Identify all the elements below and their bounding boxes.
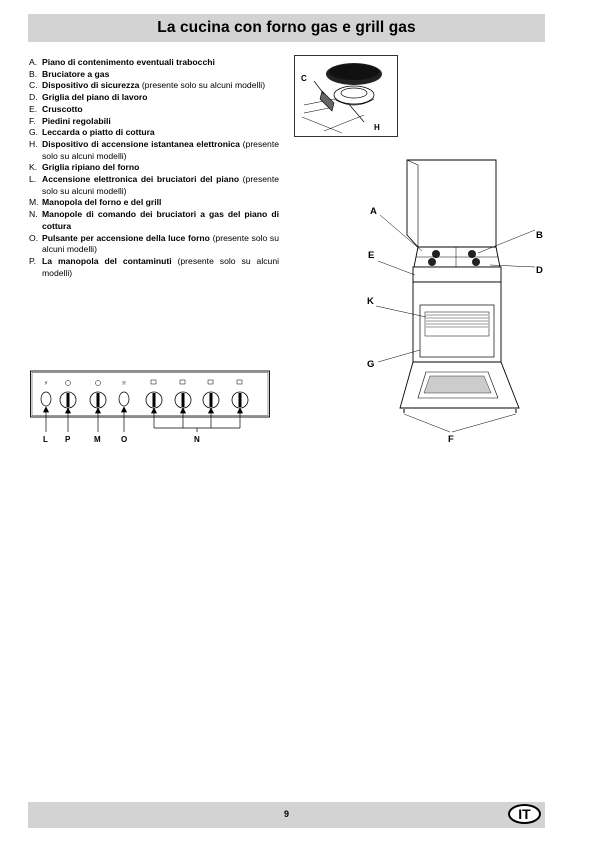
legend-title: Griglia ripiano del forno [42,162,140,173]
legend-letter: N. [29,209,38,220]
label-e: E [368,250,374,261]
legend-text: Dispositivo di accensione istantanea ele… [42,139,279,162]
legend-text: Leccarda o piatto di cottura [42,127,279,139]
label-k: K [367,296,374,307]
label-n: N [194,435,200,444]
legend-title: Leccarda o piatto di cottura [42,127,155,138]
legend-item: G.Leccarda o piatto di cottura [29,127,279,139]
legend-title: Piedini regolabili [42,115,111,126]
legend-text: Bruciatore a gas [42,69,279,81]
legend-title: Pulsante per accensione della luce forno [42,232,210,243]
legend-item: M.Manopola del forno e del grill [29,197,279,209]
legend-letter: O. [29,232,39,243]
label-a: A [370,206,377,217]
label-c: C [301,74,307,83]
label-o: O [121,435,127,444]
legend-text: La manopola del contaminuti (presente so… [42,256,279,279]
legend-text: Manopola del forno e del grill [42,197,279,209]
label-d: D [536,265,543,276]
title-bar: La cucina con forno gas e grill gas [28,14,545,42]
legend-letter: L. [29,174,37,185]
legend-item: D. Griglia del piano di lavoro [29,92,279,104]
label-g: G [367,359,374,370]
legend-title: Manopola del forno e del grill [42,197,162,208]
legend-item: A. Piano di contenimento eventuali traboc… [29,57,279,69]
legend-note: (presente solo su alcuni modelli) [42,255,280,278]
page-title: La cucina con forno gas e grill gas [157,19,416,36]
stove-figure: A B D E K G F [367,159,543,445]
legend-title: Griglia del piano di lavoro [42,92,148,103]
legend-title: Cruscotto [42,103,83,114]
legend-item: E. Cruscotto [29,104,279,116]
legend-note: (presente solo su alcuni modelli) [42,174,279,196]
legend-note: (presente solo su alcuni modelli) [139,80,266,91]
legend-letter: F. [29,115,36,126]
legend-item: C. Dispositivo di sicurezza (presente sol… [29,80,279,92]
burner-detail-figure: C H [294,55,398,137]
legend-text: Accensione elettronica dei bruciatori de… [42,174,279,197]
legend-text: Manopole di comando dei bruciatori a gas… [42,209,279,232]
legend-title: Dispositivo di sicurezza [42,80,140,91]
legend-letter: G. [29,127,39,138]
legend-letter: E. [29,103,38,114]
legend-title: La manopola del contaminuti [42,255,172,266]
legend-text: Pulsante per accensione della luce forno… [42,233,279,256]
language-badge: IT [508,804,541,824]
legend-title: Dispositivo di accensione istantanea ele… [42,138,240,149]
legend-item: L. Accensione elettronica dei bruciatori … [29,174,279,197]
legend-title: Accensione elettronica dei bruciatori de… [42,174,240,185]
legend-note: (presente solo su alcuni modelli) [42,138,279,161]
svg-text:☼: ☼ [121,380,127,387]
legend-letter: D. [29,92,38,103]
legend-letter: P. [29,255,37,266]
legend-item: H. Dispositivo di accensione istantanea e… [29,139,279,162]
legend-text: Piano di contenimento eventuali trabocch… [42,57,279,69]
label-h: H [374,123,380,132]
legend-item: B. Bruciatore a gas [29,69,279,81]
legend-title: Manopole di comando dei bruciatori a gas… [42,209,279,231]
legend-item: P. La manopola del contaminuti (presente … [29,256,279,279]
label-p: P [65,435,71,444]
legend-title: Piano di contenimento eventuali trabocch… [42,57,215,67]
legend-item: K. Griglia ripiano del forno [29,162,279,174]
label-l: L [43,435,48,444]
footer-bar: 9 IT [28,802,545,828]
legend-letter: B. [29,68,38,79]
legend-text: Griglia del piano di lavoro [42,92,279,104]
legend-letter: K. [29,162,38,173]
label-b: B [536,230,543,241]
legend-text: Cruscotto [42,104,279,116]
svg-text:⚡: ⚡ [44,380,48,387]
legend-letter: C. [29,80,38,91]
legend-note: (presente solo su alcuni modelli) [42,232,279,255]
legend-item: F. Piedini regolabili [29,116,279,128]
legend-item: N. Manopole di comando dei bruciatori a g… [29,209,279,232]
label-m: M [94,435,101,444]
legend-letter: M. [29,197,39,208]
legend-letter: A. [29,57,38,67]
legend-letter: H. [29,138,38,149]
label-f: F [448,434,454,445]
legend-text: Dispositivo di sicurezza (presente solo … [42,80,279,92]
component-legend: A. Piano di contenimento eventuali traboc… [29,57,279,279]
page-number: 9 [283,809,289,819]
legend-text: Griglia ripiano del forno [42,162,279,174]
legend-title: Bruciatore a gas [42,68,110,79]
legend-item: O.Pulsante per accensione della luce for… [29,233,279,256]
control-panel-figure: ⚡ ☼ L P M O N [30,370,270,444]
legend-text: Piedini regolabili [42,116,279,128]
